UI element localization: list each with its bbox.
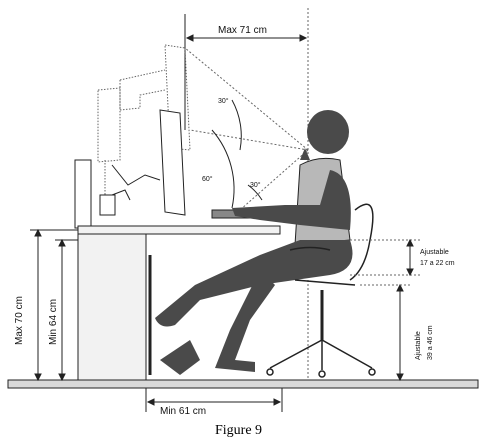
armrest-adjust-label-2: 17 a 22 cm [420, 260, 455, 267]
max-height-dimension [30, 228, 78, 382]
seat-height-label-2: 39 a 46 cm [427, 325, 434, 360]
monitor-alt-position [97, 44, 191, 200]
angle-30-upper: 30° [218, 97, 229, 105]
seat-height-dimension [360, 283, 410, 382]
sight-lines [184, 47, 309, 211]
floor [7, 379, 479, 389]
armrest-adjust-label-1: Ajustable [420, 249, 449, 256]
min-legroom-label: Min 61 cm [160, 406, 206, 417]
max-reach-label: Max 71 cm [218, 25, 267, 36]
figure-caption: Figure 9 [215, 423, 262, 438]
desk [77, 225, 281, 381]
angle-60: 60° [202, 175, 213, 183]
min-height-dimension [55, 238, 78, 382]
min-height-label: Min 64 cm [48, 299, 59, 345]
max-height-label: Max 70 cm [14, 296, 25, 345]
computer-tower [74, 159, 92, 229]
monitor [99, 109, 186, 216]
armrest-adjust-dimension [350, 238, 420, 277]
seat-height-label-1: Ajustable [415, 331, 422, 360]
person [155, 110, 353, 375]
angle-30-lower: 30° [250, 181, 261, 189]
min-legroom-dimension [145, 388, 283, 412]
